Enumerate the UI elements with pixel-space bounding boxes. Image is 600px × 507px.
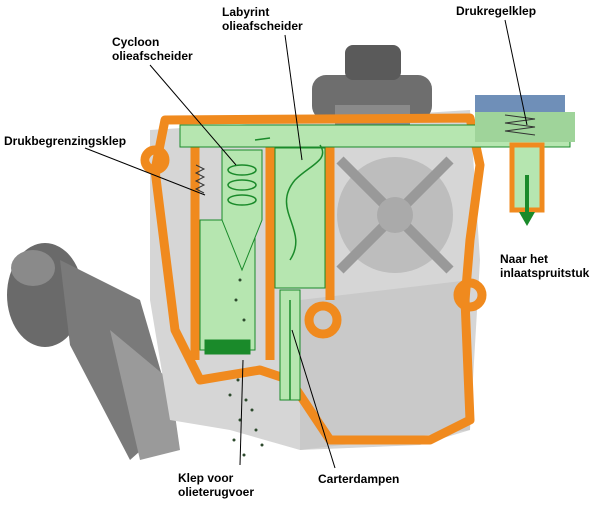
- label-line: olieafscheider: [112, 49, 193, 63]
- leader-lines: [84, 19, 528, 469]
- label-line: inlaatspruitstuk: [500, 266, 590, 280]
- label-line: olieafscheider: [222, 19, 303, 33]
- pressure-limiter-spring: [194, 164, 206, 194]
- label-labyrinth-separator: Labyrint olieafscheider: [222, 5, 303, 33]
- label-line: Labyrint: [222, 5, 270, 19]
- label-line: Klep voor: [178, 471, 234, 485]
- oil-droplets: [228, 278, 264, 457]
- pressure-regulator-valve: [475, 95, 575, 226]
- oil-channels: [179, 124, 571, 401]
- label-crankcase-vapors: Carterdampen: [318, 472, 400, 486]
- label-cyclone-separator: Cycloon olieafscheider: [112, 35, 193, 63]
- label-line: olieterugvoer: [178, 485, 255, 499]
- label-pressure-regulator: Drukregelklep: [456, 4, 537, 18]
- flow-arrows: [227, 137, 324, 400]
- label-line: Cycloon: [112, 35, 160, 49]
- label-line: Naar het: [500, 252, 549, 266]
- separator-housing: [140, 113, 487, 445]
- label-pressure-limiter: Drukbegrenzingsklep: [4, 134, 127, 148]
- label-to-intake-manifold: Naar het inlaatspruitstuk: [500, 252, 589, 280]
- label-oil-return-valve: Klep voor olieterugvoer: [178, 471, 254, 499]
- filler-cap: [312, 45, 432, 125]
- oil-filter-housing: [7, 243, 180, 460]
